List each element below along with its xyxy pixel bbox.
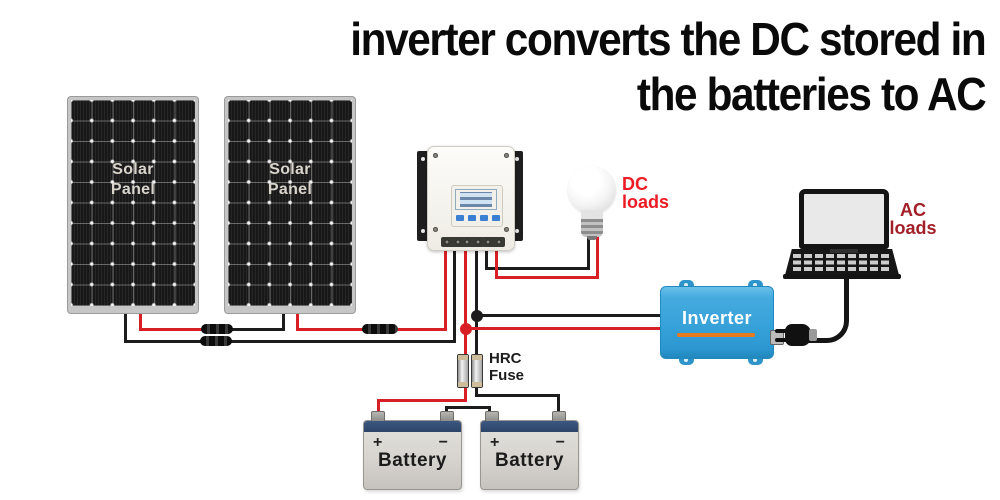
- wire-red-battery1-drop: [377, 399, 380, 419]
- wire-dc-red-rise: [596, 236, 599, 279]
- title-line-1: inverter converts the DC stored in: [349, 13, 986, 65]
- wire-series-link: [224, 328, 285, 331]
- fuse-cartridge: [457, 354, 469, 388]
- controller-display-bezel: [451, 185, 503, 227]
- battery-top-strip: [364, 421, 461, 432]
- controller-button: [456, 215, 464, 221]
- controller-button: [480, 215, 488, 221]
- inverter-label: Inverter: [681, 308, 753, 328]
- inverter-stripe: [677, 333, 755, 337]
- light-bulb-icon: [568, 166, 616, 214]
- battery-2-label: Battery: [495, 450, 564, 471]
- controller-button: [468, 215, 476, 221]
- solar-panel-1-label: Solar Panel: [110, 161, 156, 198]
- wire-panel1-red-run: [139, 328, 211, 331]
- wire-dc-black-run: [485, 267, 590, 270]
- dc-loads-label: DC loads: [622, 174, 670, 212]
- battery-minus-sign: −: [438, 434, 448, 451]
- controller-bracket-left: [417, 151, 429, 241]
- mc4-connector: [362, 324, 398, 334]
- wire-panel1-red-drop: [139, 313, 142, 331]
- solar-panel-cells: [228, 100, 352, 306]
- junction-dot-black: [471, 310, 483, 322]
- controller-screw: [433, 227, 438, 232]
- inverter-mount-tab: [748, 355, 763, 365]
- controller-terminal-load: [482, 237, 505, 247]
- inverter-mount-tab: [748, 280, 763, 290]
- controller-screw: [504, 153, 509, 158]
- controller-terminal-pv: [441, 237, 464, 247]
- mc4-connector: [200, 336, 232, 346]
- wire-dc-black-rise: [587, 236, 590, 270]
- controller-button: [492, 215, 500, 221]
- controller-terminal-battery: [461, 237, 484, 247]
- wire-pv-black-run: [124, 340, 456, 343]
- laptop-keyboard: [793, 252, 891, 271]
- wire-dc-black-drop: [485, 244, 488, 270]
- wire-fuse-black-out: [475, 386, 478, 397]
- battery-plus-sign: +: [490, 434, 500, 451]
- wire-panel2-red-drop: [296, 313, 299, 331]
- wire-pv-red-to-controller: [389, 328, 447, 331]
- battery-1-label: Battery: [378, 450, 447, 471]
- laptop-hinge: [830, 249, 858, 253]
- controller-screw: [504, 227, 509, 232]
- laptop-screen: [799, 189, 889, 249]
- wire-black-to-battery2: [475, 394, 560, 397]
- title-line-2: the batteries to AC: [636, 68, 987, 120]
- wire-panel2-red-run: [296, 328, 370, 331]
- wire-battery-red-down: [464, 244, 467, 356]
- battery-1: + − Battery: [363, 411, 462, 490]
- bulb-contact-tip: [587, 236, 597, 240]
- solar-panel-2-label: Solar Panel: [267, 161, 313, 198]
- plug-prong: [775, 329, 787, 333]
- charge-controller: [427, 146, 515, 251]
- inverter: Inverter: [660, 286, 774, 359]
- inverter-mount-tab: [679, 355, 694, 365]
- battery-2: + − Battery: [480, 411, 579, 490]
- battery-top-strip: [481, 421, 578, 432]
- wire-red-to-battery1: [377, 399, 467, 402]
- wire-black-to-inverter: [477, 314, 661, 317]
- battery-minus-sign: −: [555, 434, 565, 451]
- wire-pv-black-rise: [453, 244, 456, 343]
- fuse-cartridge: [471, 354, 483, 388]
- wire-panel2-black-drop: [282, 313, 285, 331]
- ac-power-cable: [806, 274, 849, 343]
- wire-fuse-red-out: [464, 386, 467, 402]
- wire-pv-red-rise: [444, 244, 447, 331]
- laptop-front-edge: [783, 274, 901, 279]
- plug-ferrule: [809, 329, 817, 341]
- controller-screw: [433, 153, 438, 158]
- wire-series-batteries: [445, 406, 491, 409]
- wire-dc-red-drop: [495, 244, 498, 279]
- solar-panel-cells: [71, 100, 195, 306]
- hrc-fuse-label: HRC Fuse: [489, 350, 525, 384]
- solar-panel-1: Solar Panel: [68, 97, 198, 313]
- wire-black-battery2-drop: [557, 394, 560, 416]
- bulb-screw-base: [581, 219, 603, 237]
- junction-dot-red: [460, 323, 472, 335]
- power-plug-icon: [785, 324, 811, 346]
- bulb-neck: [581, 210, 603, 220]
- controller-lcd-screen: [455, 189, 497, 210]
- solar-panel-2: Solar Panel: [225, 97, 355, 313]
- battery-plus-sign: +: [373, 434, 383, 451]
- page-title: inverter converts the DC stored in the b…: [349, 12, 987, 122]
- plug-prong: [775, 338, 787, 342]
- inverter-mount-tab: [679, 280, 694, 290]
- ac-loads-label: AC loads: [889, 200, 937, 238]
- wire-dc-red-run: [495, 276, 599, 279]
- wire-battery-black-down: [475, 244, 478, 356]
- wire-panel1-black-drop: [124, 313, 127, 343]
- wire-red-to-inverter: [466, 327, 661, 330]
- mc4-connector: [201, 324, 233, 334]
